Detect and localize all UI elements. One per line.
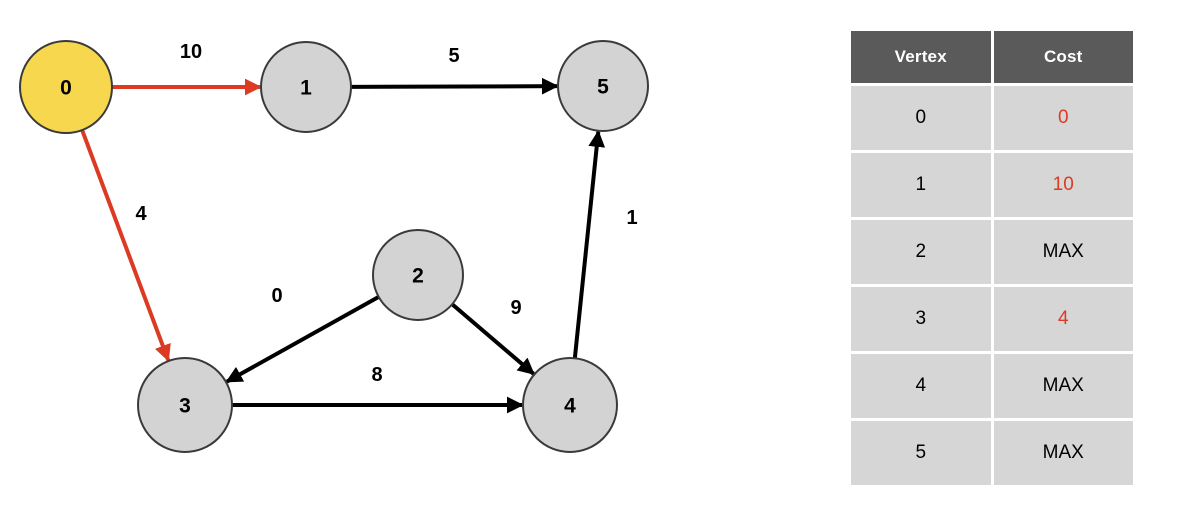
graph-node-3[interactable]: 3 (137, 357, 233, 453)
column-header-vertex: Vertex (851, 31, 991, 83)
cell-vertex: 5 (851, 421, 991, 485)
edge-weight-label-2-4: 9 (510, 297, 521, 319)
graph-diagram: 10 4 5 0 9 8 1 0 1 2 3 4 5 (19, 40, 649, 453)
cell-cost: MAX (993, 354, 1133, 418)
edge-weight-label-1-5: 5 (448, 45, 459, 67)
node-circle-0[interactable] (19, 40, 113, 134)
node-circle-5[interactable] (557, 40, 649, 132)
cell-cost: MAX (993, 421, 1133, 485)
graph-edge-2-4 (450, 302, 535, 376)
graph-edge-4-5 (572, 130, 606, 359)
edge-weight-label-3-4: 8 (371, 364, 382, 386)
cell-cost: MAX (993, 220, 1133, 284)
cell-vertex: 3 (851, 287, 991, 351)
cell-vertex: 0 (851, 86, 991, 150)
node-circle-4[interactable] (522, 357, 618, 453)
cell-cost: 10 (993, 153, 1133, 217)
table-header-row: Vertex Cost (851, 31, 1133, 83)
node-circle-1[interactable] (260, 41, 352, 133)
cell-vertex: 4 (851, 354, 991, 418)
node-label-4: 4 (564, 395, 576, 418)
graph-node-2[interactable]: 2 (372, 229, 464, 321)
cell-cost: 0 (993, 86, 1133, 150)
edge-weight-label-2-3: 0 (271, 285, 282, 307)
node-label-3: 3 (179, 395, 191, 418)
node-circle-2[interactable] (372, 229, 464, 321)
graph-node-0[interactable]: 0 (19, 40, 113, 134)
cell-vertex: 1 (851, 153, 991, 217)
edges-layer (80, 77, 606, 414)
node-label-1: 1 (300, 77, 312, 100)
graph-edge-2-3 (225, 295, 380, 384)
node-label-0: 0 (60, 77, 72, 100)
graph-edge-0-3 (80, 129, 171, 362)
nodes-layer: 0 1 2 3 4 5 (19, 40, 649, 453)
node-label-2: 2 (412, 265, 424, 288)
node-circle-3[interactable] (137, 357, 233, 453)
cell-vertex: 2 (851, 220, 991, 284)
graph-node-4[interactable]: 4 (522, 357, 618, 453)
edge-weight-label-0-3: 4 (135, 203, 147, 225)
column-header-cost: Cost (993, 31, 1133, 83)
graph-node-5[interactable]: 5 (557, 40, 649, 132)
graph-edge-1-5 (350, 77, 559, 95)
node-label-5: 5 (597, 76, 609, 99)
graph-node-1[interactable]: 1 (260, 41, 352, 133)
edge-weight-label-4-5: 1 (626, 207, 637, 229)
cell-cost: 4 (993, 287, 1133, 351)
edge-weight-label-0-1: 10 (180, 41, 202, 63)
edge-labels-layer: 10 4 5 0 9 8 1 (135, 41, 637, 386)
graph-canvas: 10 4 5 0 9 8 1 0 1 2 3 4 5 (19, 40, 649, 453)
